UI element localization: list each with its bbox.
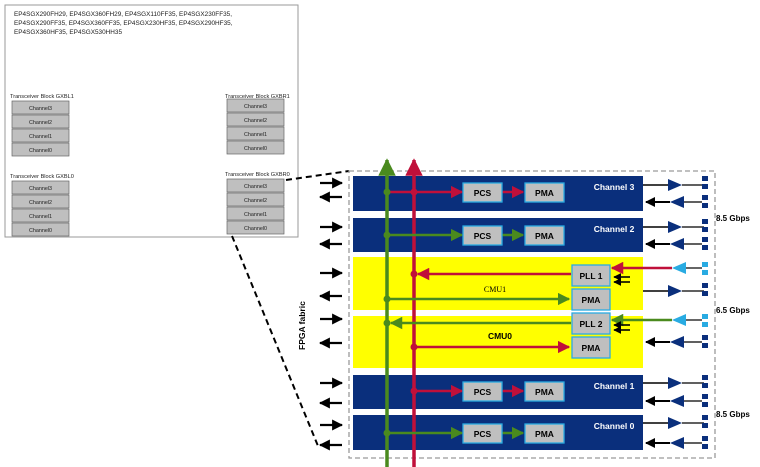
block-channel-cell bbox=[226, 178, 285, 193]
ch0-pma-block bbox=[524, 423, 565, 444]
block-channel-label: Channel0 bbox=[29, 148, 52, 154]
block-channel-cell bbox=[226, 126, 285, 141]
rate-label-top: 8.5 Gbps bbox=[716, 214, 750, 223]
ch1-pcs-label: PCS bbox=[474, 387, 492, 397]
block-title: Transceiver Block GXBL0 bbox=[10, 174, 74, 180]
rate-label-middle: 6.5 Gbps bbox=[716, 306, 750, 315]
ch3-pma-label: PMA bbox=[535, 188, 554, 198]
cmu1-pma-label: PMA bbox=[582, 295, 601, 305]
block-channel-cell bbox=[226, 206, 285, 221]
rate-label-bottom: 8.5 Gbps bbox=[716, 410, 750, 419]
block-channel-cell bbox=[11, 180, 70, 195]
ch0-serial-io bbox=[643, 415, 708, 449]
ch2-pcs-block bbox=[462, 225, 503, 246]
channel-2-label: Channel 2 bbox=[594, 224, 635, 234]
device-list-line-2: EP4SGX290FF35, EP4SGX360FF35, EP4SGX230H… bbox=[14, 20, 233, 27]
block-channel-label: Channel3 bbox=[244, 104, 267, 110]
channel-0-blocks: PCS PMA bbox=[462, 423, 565, 444]
zoom-callout-line-top bbox=[285, 170, 350, 181]
device-list-line-3: EP4SGX360HF35, EP4SGX530HH35 bbox=[14, 29, 122, 36]
block-channel-label: Channel1 bbox=[244, 132, 267, 138]
device-panel: EP4SGX290FH29, EP4SGX360FH29, EP4SGX110F… bbox=[4, 4, 299, 238]
cmu0-pma-label: PMA bbox=[582, 343, 601, 353]
cmu1-label: CMU1 bbox=[484, 285, 506, 294]
ch3-pcs-block bbox=[462, 182, 503, 203]
channel-1-label: Channel 1 bbox=[594, 381, 635, 391]
block-channel-cell bbox=[11, 128, 70, 143]
cmu0-label: CMU0 bbox=[488, 331, 512, 341]
ch0-pcs-block bbox=[462, 423, 503, 444]
block-channel-label: Channel2 bbox=[244, 198, 267, 204]
pll2-block bbox=[571, 312, 611, 335]
cmu1-blocks: PLL 1 PMA bbox=[571, 264, 611, 311]
ch1-pcs-block bbox=[462, 381, 503, 402]
block-channel-cell bbox=[226, 220, 285, 235]
channel-2-blocks: PCS PMA bbox=[462, 225, 565, 246]
ch1-pma-label: PMA bbox=[535, 387, 554, 397]
zoom-callout-line-bottom bbox=[231, 235, 319, 447]
transceiver-block-gxbl0: Transceiver Block GXBL0 Channel3 Channel… bbox=[10, 174, 74, 237]
block-channel-cell bbox=[11, 100, 70, 115]
ch1-pma-block bbox=[524, 381, 565, 402]
block-channel-cell bbox=[11, 194, 70, 209]
block-channel-cell bbox=[11, 114, 70, 129]
channel-1-blocks: PCS PMA bbox=[462, 381, 565, 402]
pll1-label: PLL 1 bbox=[580, 271, 603, 281]
block-channel-label: Channel2 bbox=[244, 118, 267, 124]
block-channel-label: Channel0 bbox=[244, 226, 267, 232]
transceiver-block-gxbr1: Transceiver Block GXBR1 Channel3 Channel… bbox=[225, 94, 290, 155]
block-channel-label: Channel2 bbox=[29, 200, 52, 206]
ch3-pma-block bbox=[524, 182, 565, 203]
cmu1-serial-io bbox=[643, 262, 708, 297]
pll-small-arrows bbox=[613, 273, 630, 334]
block-channel-cell bbox=[11, 142, 70, 157]
block-channel-label: Channel3 bbox=[29, 106, 52, 112]
block-channel-label: Channel0 bbox=[29, 228, 52, 234]
fpga-fabric-label: FPGA fabric bbox=[297, 301, 307, 350]
block-channel-cell bbox=[11, 208, 70, 223]
block-channel-label: Channel3 bbox=[244, 184, 267, 190]
block-channel-label: Channel3 bbox=[29, 186, 52, 192]
block-channel-label: Channel1 bbox=[244, 212, 267, 218]
ch0-pcs-label: PCS bbox=[474, 429, 492, 439]
transceiver-block-gxbr0: Transceiver Block GXBR0 Channel3 Channel… bbox=[225, 172, 290, 235]
ch2-serial-io bbox=[643, 219, 708, 250]
channel-0-label: Channel 0 bbox=[594, 421, 635, 431]
cmu1-pma-block bbox=[571, 288, 611, 311]
block-channel-cell bbox=[226, 140, 285, 155]
block-channel-label: Channel1 bbox=[29, 134, 52, 140]
cmu0-blocks: PLL 2 PMA bbox=[571, 312, 611, 359]
cmu0-serial-io bbox=[645, 314, 708, 348]
block-title: Transceiver Block GXBR1 bbox=[225, 94, 290, 100]
ch2-pma-block bbox=[524, 225, 565, 246]
channel-3-label: Channel 3 bbox=[594, 182, 635, 192]
block-channel-cell bbox=[226, 98, 285, 113]
ch2-pcs-label: PCS bbox=[474, 231, 492, 241]
block-channel-label: Channel0 bbox=[244, 146, 267, 152]
ch1-serial-io bbox=[643, 375, 708, 407]
block-channel-cell bbox=[226, 192, 285, 207]
fabric-arrows bbox=[318, 177, 344, 451]
detail-frame bbox=[348, 170, 716, 459]
device-list-line-1: EP4SGX290FH29, EP4SGX360FH29, EP4SGX110F… bbox=[14, 11, 232, 18]
cmu0-pma-block bbox=[571, 336, 611, 359]
junction-dots bbox=[383, 188, 418, 437]
transceiver-block-gxbl1: Transceiver Block GXBL1 Channel3 Channel… bbox=[10, 94, 74, 157]
channel-3-blocks: PCS PMA bbox=[462, 182, 565, 203]
block-title: Transceiver Block GXBR0 bbox=[225, 172, 290, 178]
block-channel-label: Channel2 bbox=[29, 120, 52, 126]
pll2-label: PLL 2 bbox=[580, 319, 603, 329]
ch3-pcs-label: PCS bbox=[474, 188, 492, 198]
block-channel-cell bbox=[226, 112, 285, 127]
ch2-pma-label: PMA bbox=[535, 231, 554, 241]
ch3-serial-io bbox=[643, 176, 708, 208]
pll1-block bbox=[571, 264, 611, 287]
block-channel-cell bbox=[11, 222, 70, 237]
ch0-pma-label: PMA bbox=[535, 429, 554, 439]
block-channel-label: Channel1 bbox=[29, 214, 52, 220]
block-title: Transceiver Block GXBL1 bbox=[10, 94, 74, 100]
